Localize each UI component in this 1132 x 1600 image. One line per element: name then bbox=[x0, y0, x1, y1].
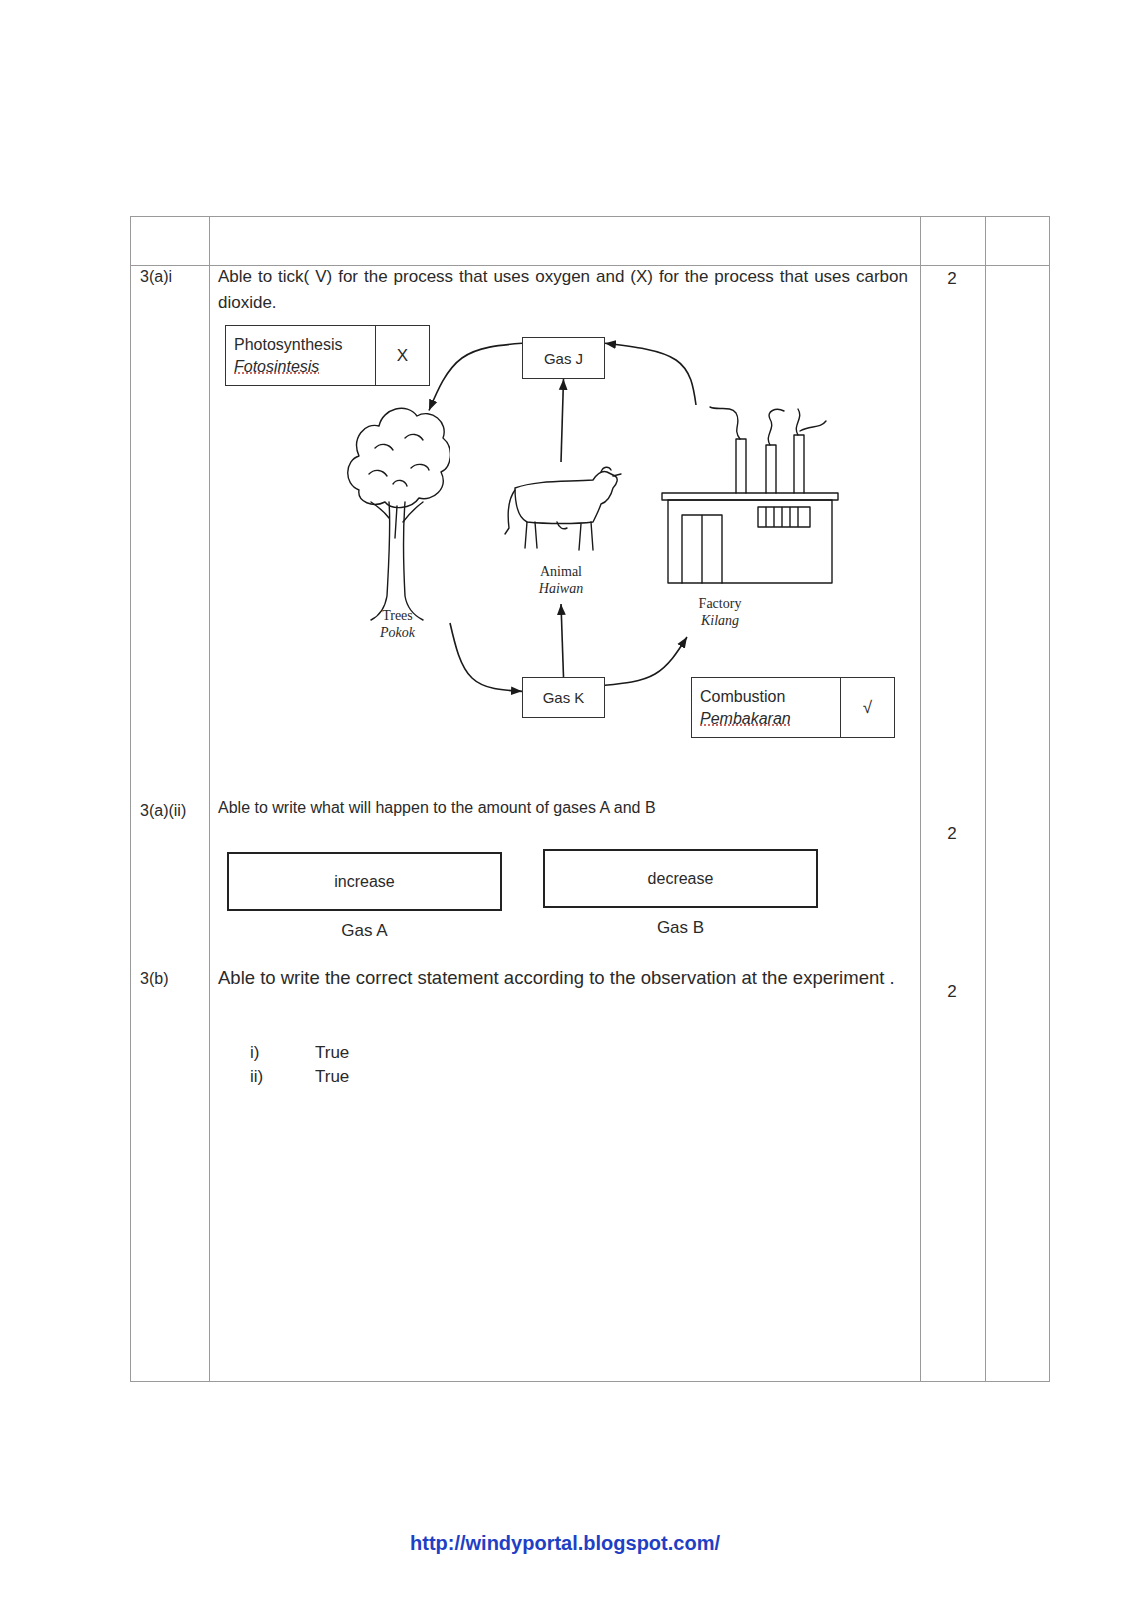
figure-stroke bbox=[348, 408, 450, 507]
gas-caption: Gas A bbox=[229, 921, 500, 941]
process-cell: CombustionPembakaran bbox=[692, 678, 840, 737]
flow-arrow bbox=[450, 623, 522, 691]
figure-stroke bbox=[369, 434, 429, 486]
criterion-text: Able to write the correct statement acco… bbox=[218, 964, 908, 991]
figure-stroke bbox=[371, 502, 423, 620]
gas-caption: Gas B bbox=[545, 918, 816, 938]
footer-url: http://windyportal.blogspot.com/ bbox=[365, 1530, 765, 1556]
question-number: True bbox=[315, 1042, 349, 1064]
figure-stroke bbox=[710, 407, 826, 445]
answer-box: increaseGas A bbox=[227, 852, 502, 911]
illustration-figure: TreesPokok bbox=[345, 398, 450, 648]
tick-mark: X bbox=[397, 346, 408, 366]
gas-name: Gas K bbox=[543, 689, 585, 706]
mark-number: 2 bbox=[940, 823, 964, 845]
figure-drawing bbox=[345, 398, 450, 623]
gas-name: Gas J bbox=[544, 350, 583, 367]
tick-mark: √ bbox=[863, 698, 872, 718]
column-rule bbox=[985, 217, 986, 1382]
illustration-figure: AnimalHaiwan bbox=[497, 462, 625, 604]
answer-box: decreaseGas B bbox=[543, 849, 818, 908]
row-rule bbox=[131, 265, 1050, 266]
figure-stroke bbox=[371, 502, 423, 538]
process-tick-box: PhotosynthesisFotosintesis X bbox=[225, 325, 430, 386]
process-cell: PhotosynthesisFotosintesis bbox=[226, 326, 375, 385]
process-name: Photosynthesis bbox=[234, 334, 367, 356]
process-name: Combustion bbox=[700, 686, 832, 708]
question-number: True bbox=[315, 1066, 349, 1088]
question-number: ii) bbox=[250, 1066, 263, 1088]
process-tick-box: CombustionPembakaran √ bbox=[691, 677, 895, 738]
question-number: 3(a)i bbox=[140, 266, 172, 287]
figure-caption: TreesPokok bbox=[345, 607, 450, 641]
figure-stroke bbox=[662, 493, 838, 500]
figure-stroke bbox=[525, 522, 593, 550]
mark-number: 2 bbox=[940, 268, 964, 290]
question-number: Able to write what will happen to the am… bbox=[218, 797, 656, 818]
flow-arrow bbox=[561, 604, 564, 677]
figure-label: Kilang bbox=[690, 612, 750, 629]
gas-box: Gas J bbox=[522, 337, 605, 379]
illustration-figure: FactoryKilang bbox=[660, 405, 840, 637]
question-number: i) bbox=[250, 1042, 259, 1064]
flow-arrow bbox=[429, 343, 522, 410]
figure-drawing bbox=[660, 405, 840, 587]
figure-drawing bbox=[497, 462, 625, 554]
gas-box: Gas K bbox=[522, 677, 605, 718]
figure-label: Haiwan bbox=[511, 580, 611, 597]
figure-label: Trees bbox=[345, 607, 450, 624]
question-number: 3(a)(ii) bbox=[140, 800, 186, 821]
figure-caption: AnimalHaiwan bbox=[511, 563, 611, 597]
figure-stroke bbox=[668, 500, 832, 583]
criterion-text: Able to tick( V) for the process that us… bbox=[218, 264, 908, 316]
figure-stroke bbox=[557, 522, 567, 529]
table-border bbox=[131, 217, 1050, 1382]
figure-stroke bbox=[601, 467, 621, 476]
figure-stroke bbox=[515, 471, 617, 523]
flow-arrow bbox=[605, 343, 696, 405]
mark-number: 2 bbox=[940, 981, 964, 1003]
figure-label: Animal bbox=[511, 563, 611, 580]
question-number: 3(b) bbox=[140, 968, 168, 989]
tick-cell: X bbox=[375, 326, 429, 385]
answer-word: increase bbox=[334, 873, 394, 891]
flow-arrow bbox=[561, 379, 564, 462]
figure-caption: FactoryKilang bbox=[690, 595, 750, 629]
figure-stroke bbox=[682, 515, 722, 583]
tick-cell: √ bbox=[840, 678, 894, 737]
answer-word: decrease bbox=[648, 870, 714, 888]
figure-label: Factory bbox=[690, 595, 750, 612]
process-name: Fotosintesis bbox=[234, 356, 367, 378]
figure-label: Pokok bbox=[345, 624, 450, 641]
figure-stroke bbox=[505, 490, 515, 534]
process-name: Pembakaran bbox=[700, 708, 832, 730]
column-rule bbox=[920, 217, 921, 1382]
flow-arrow bbox=[605, 637, 687, 685]
column-rule bbox=[209, 217, 210, 1382]
figure-stroke bbox=[758, 507, 810, 527]
